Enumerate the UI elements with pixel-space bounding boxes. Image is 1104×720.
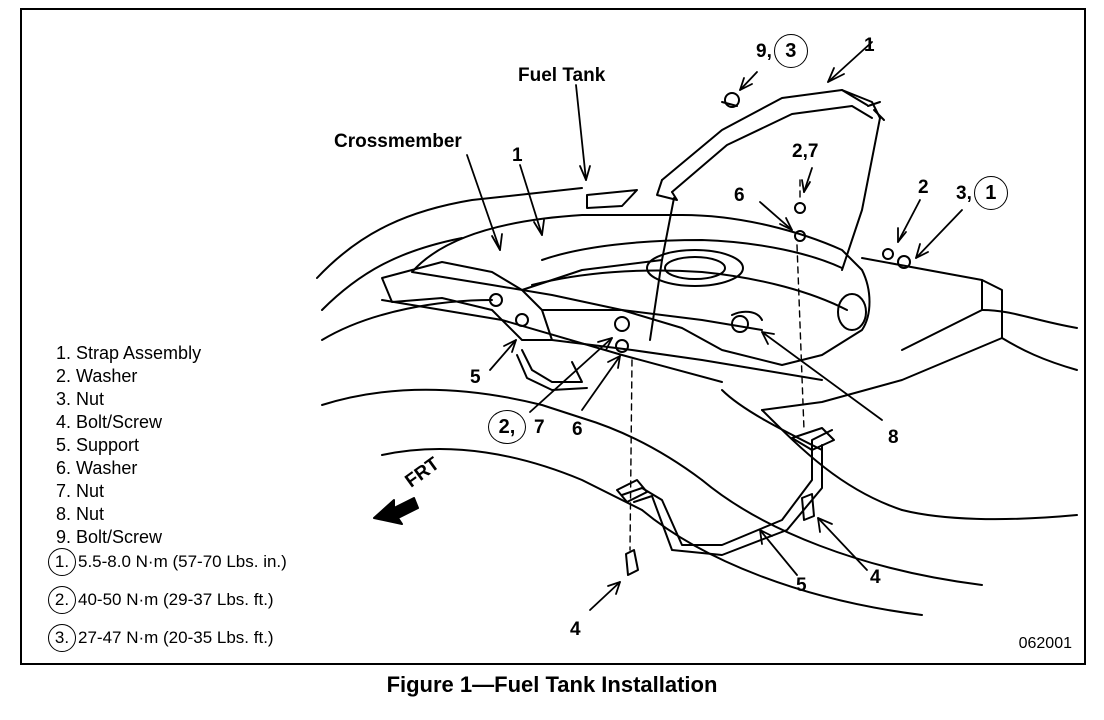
torque-value: 40-50 N·m (29-37 Lbs. ft.) (78, 590, 274, 609)
front-arrow-icon (373, 497, 419, 525)
callout-2-7-top: 2,7 (792, 141, 819, 162)
legend-item: 9. Bolt/Screw (56, 527, 163, 547)
figure-code: 062001 (1018, 635, 1072, 652)
callout-2-right: 2 (918, 177, 929, 198)
callout-5-bottom: 5 (796, 575, 807, 596)
torque-spec-3: 3. 27-47 N·m (20-35 Lbs. ft.) (48, 624, 274, 652)
callout-3-circle: 3 (773, 34, 808, 68)
legend-item: 8. Nut (56, 504, 105, 524)
torque-value: 27-47 N·m (20-35 Lbs. ft.) (78, 628, 274, 647)
bottom-support (516, 349, 835, 556)
fasteners (489, 92, 911, 576)
frame-rails (316, 187, 1078, 616)
callout-3-number: 3, (956, 182, 972, 204)
legend-item: 3. Nut (56, 389, 105, 409)
callout-4-right: 4 (870, 567, 881, 588)
torque-number-circle: 3. (48, 624, 76, 652)
crossmember-label: Crossmember (334, 131, 462, 152)
alignment-lines (629, 179, 805, 551)
callout-1-strap-tank: 1 (512, 145, 523, 166)
legend-item: 5. Support (56, 435, 140, 455)
callout-6-low: 6 (572, 419, 583, 440)
callout-4-left: 4 (570, 619, 581, 640)
fuel-tank-label: Fuel Tank (518, 65, 606, 86)
callout-2-7-low: 2, 7 (488, 410, 545, 444)
top-strap (649, 89, 885, 341)
legend-item: 7. Nut (56, 481, 105, 501)
callout-6-top: 6 (734, 185, 745, 206)
torque-spec-1: 1. 5.5-8.0 N·m (57-70 Lbs. in.) (48, 548, 287, 576)
fuel-tank-shape (411, 189, 871, 366)
callout-9-number: 9, (756, 40, 772, 62)
figure-frame: Fuel Tank Crossmember 1 1 9, 3 2,7 6 2 3… (20, 8, 1086, 665)
torque-number-circle: 1. (48, 548, 76, 576)
legend-item: 4. Bolt/Screw (56, 412, 163, 432)
legend-item: 6. Washer (56, 458, 138, 478)
callout-1-strap-top: 1 (864, 35, 875, 56)
legend-item: 1. Strap Assembly (56, 343, 202, 363)
callout-7-number: 7 (534, 416, 545, 438)
leader-arrows (466, 41, 963, 611)
figure-caption: Figure 1—Fuel Tank Installation (386, 672, 718, 697)
callout-2-circle: 2, (488, 410, 526, 444)
fuel-tank-drawing (316, 41, 1078, 616)
torque-number-circle: 2. (48, 586, 76, 614)
callout-1-circle: 1 (973, 176, 1008, 210)
callout-9-3: 9, 3 (756, 34, 810, 68)
parts-legend: 1. Strap Assembly 2. Washer 3. Nut 4. Bo… (56, 342, 201, 549)
callout-8: 8 (888, 427, 899, 448)
callout-3-1: 3, 1 (956, 176, 1010, 210)
callout-5-left: 5 (470, 367, 481, 388)
legend-item: 2. Washer (56, 366, 138, 386)
torque-value: 5.5-8.0 N·m (57-70 Lbs. in.) (78, 552, 287, 571)
torque-spec-2: 2. 40-50 N·m (29-37 Lbs. ft.) (48, 586, 274, 614)
